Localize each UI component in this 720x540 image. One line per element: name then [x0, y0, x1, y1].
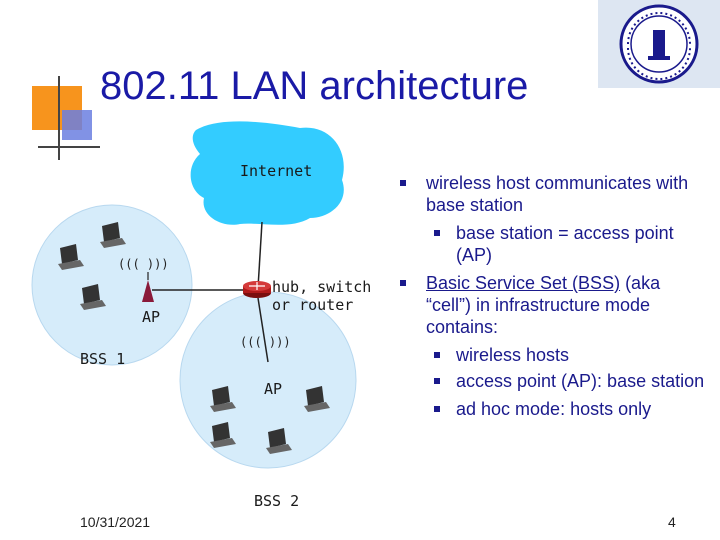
bullet-subitem: wireless hosts	[398, 344, 708, 366]
router-icon	[243, 281, 271, 298]
bullet-item: Basic Service Set (BSS) (aka “cell”) in …	[398, 272, 708, 338]
hub-label-line2: or router	[272, 296, 354, 314]
bullet-marker-icon	[434, 378, 440, 384]
laptop-icon-bss1-b	[100, 222, 126, 248]
laptop-icon-bss1-a	[58, 244, 84, 270]
svg-text:((( ))): ((( )))	[118, 257, 169, 271]
internet-cloud	[190, 121, 344, 225]
internet-label: Internet	[240, 162, 313, 180]
network-diagram: ((( ))) ((( )))	[31, 121, 357, 469]
laptop-icon-bss2-b	[304, 386, 330, 412]
laptop-icon-bss2-d	[266, 428, 292, 454]
bullet-marker-icon	[434, 352, 440, 358]
laptop-icon-bss2-c	[210, 422, 236, 448]
link-internet-router	[257, 221, 263, 289]
bullet-subitem: access point (AP): base station	[398, 370, 708, 392]
bullet-marker-icon	[434, 230, 440, 236]
slide-date: 10/31/2021	[80, 514, 151, 530]
university-logo	[598, 0, 720, 88]
slide-page-number: 4	[668, 514, 676, 530]
bullet-marker-icon	[434, 406, 440, 412]
hub-label-line1: hub, switch	[272, 278, 372, 296]
svg-text:((( ))): ((( )))	[240, 335, 291, 349]
bss1-label: BSS 1	[80, 350, 126, 368]
ap2-label: AP	[264, 380, 283, 398]
decor-square-blue	[62, 110, 92, 140]
bullet-item: wireless host communicates with base sta…	[398, 172, 708, 216]
bullet-list: wireless host communicates with base sta…	[398, 172, 708, 420]
bullet-marker-icon	[400, 180, 406, 186]
access-point-2-signal-icon: ((( )))	[240, 335, 291, 349]
bullet-subitem: base station = access point (AP)	[398, 222, 708, 266]
access-point-1-icon: ((( )))	[118, 257, 169, 302]
bullet-marker-icon	[400, 280, 406, 286]
laptop-icon-bss1-c	[80, 284, 106, 310]
bss2-label: BSS 2	[254, 492, 300, 510]
decor-line-horizontal	[38, 146, 100, 148]
slide-title: 802.11 LAN architecture	[100, 64, 529, 108]
laptop-icon-bss2-a	[210, 386, 236, 412]
bullet-subitem: ad hoc mode: hosts only	[398, 398, 708, 420]
link-router-ap2	[257, 297, 269, 363]
decor-line-vertical	[58, 76, 60, 160]
ap1-label: AP	[142, 308, 161, 326]
